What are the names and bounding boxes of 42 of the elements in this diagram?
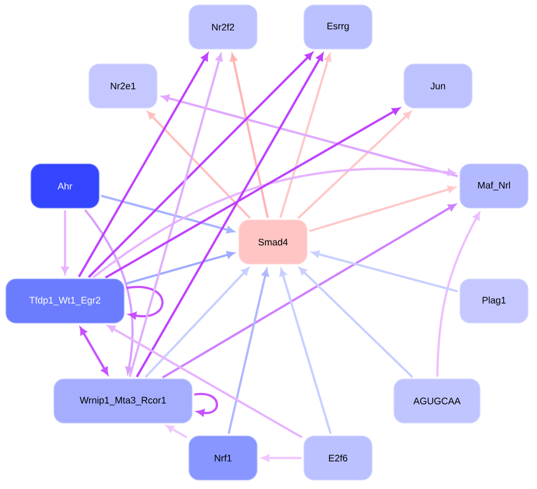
gene-box: Nrf1 xyxy=(188,436,258,480)
arrow xyxy=(309,186,456,232)
arrow xyxy=(194,392,218,416)
arrow xyxy=(136,53,324,378)
arrow xyxy=(128,54,223,377)
arrow xyxy=(162,94,458,178)
gene-box: Ahr xyxy=(30,164,100,208)
arrow xyxy=(126,251,234,285)
arrow xyxy=(84,209,134,374)
arrow xyxy=(126,286,164,320)
arrow xyxy=(166,425,188,438)
gene-box: Tfdp1_Wt1_Egr2 xyxy=(6,278,124,324)
arrow xyxy=(162,204,456,379)
arrow xyxy=(101,194,234,234)
gene-box: E2f6 xyxy=(304,436,372,480)
arrow xyxy=(436,212,480,377)
gene-box: Smad4 xyxy=(238,220,308,264)
arrow xyxy=(105,108,400,279)
arrow xyxy=(297,111,412,220)
arrow xyxy=(61,210,69,274)
arrow xyxy=(312,250,458,292)
arrow xyxy=(88,52,313,278)
arrow xyxy=(279,54,332,218)
arrow xyxy=(108,325,302,438)
arrow xyxy=(279,268,332,434)
arrow xyxy=(80,327,108,375)
gene-box: Plag1 xyxy=(460,278,528,324)
arrow xyxy=(144,267,250,378)
arrow xyxy=(299,267,414,378)
gene-box: AGUGCAA xyxy=(394,378,480,424)
arrow xyxy=(228,268,269,434)
arrow xyxy=(262,454,302,462)
arrow xyxy=(230,54,269,218)
gene-box: Maf_Nrl xyxy=(460,164,528,208)
gene-box: Wrnip1_Mta3_Rcor1 xyxy=(54,378,192,424)
arrow xyxy=(147,111,251,219)
gene-box: Nr2e1 xyxy=(88,64,158,108)
arrow xyxy=(78,53,208,278)
gene-box: Jun xyxy=(404,64,472,108)
gene-box: Esrrg xyxy=(304,4,372,50)
gene-box: Nr2f2 xyxy=(188,4,258,50)
arrow xyxy=(92,168,456,278)
